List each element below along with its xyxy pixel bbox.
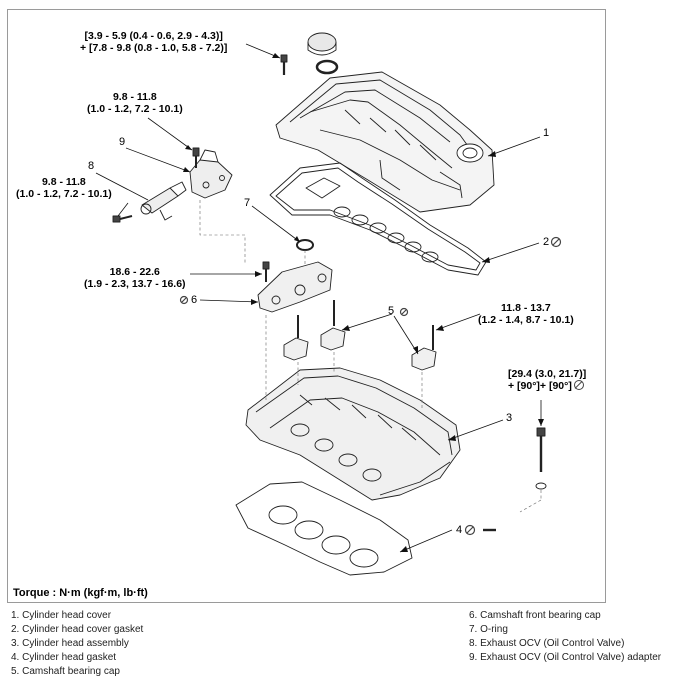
torque-spec-cover-bolt: [3.9 - 5.9 (0.4 - 0.6, 2.9 - 4.3)] + [7.… [80,30,228,54]
torque-spec-head-bolt: [29.4 (3.0, 21.7)] + [90°]+ [90°] [508,368,587,392]
ocv-adapter-drawing [189,147,233,199]
torque-spec-bearing-cap: 11.8 - 13.7 (1.2 - 1.4, 8.7 - 10.1) [478,302,574,326]
bearing-cap-drawings [283,300,437,371]
head-bolt-drawing [535,427,547,490]
head-gasket-drawing [235,481,413,576]
exhaust-ocv-drawing [112,181,187,223]
callout-4: 4 [456,524,463,536]
not-reusable-icon [573,380,584,390]
legend-left: 1. Cylinder head cover 2. Cylinder head … [11,609,143,679]
callout-9: 9 [119,136,126,148]
leader-lines [95,43,542,553]
arrowheads [183,53,544,552]
legend-right: 6. Camshaft front bearing cap 7. O-ring … [469,609,661,665]
legend-item: 4. Cylinder head gasket [11,652,117,663]
cover-bolt-drawing [280,54,288,75]
legend-item: 9. Exhaust OCV (Oil Control Valve) adapt… [469,652,662,663]
cylinder-head-drawing [245,367,461,501]
callout-3: 3 [506,412,513,424]
callout-7: 7 [244,197,251,209]
legend-item: 5. Camshaft bearing cap [11,666,120,677]
legend-item: 8. Exhaust OCV (Oil Control Valve) [469,638,625,649]
not-reusable-icons [179,236,562,536]
callout-6: 6 [191,294,198,306]
oil-filler-cap-drawing [307,32,339,75]
torque-spec-ocv: 9.8 - 11.8 (1.0 - 1.2, 7.2 - 10.1) [16,176,112,200]
callout-2: 2 [543,236,550,248]
callout-1: 1 [543,127,550,139]
alignment-lines [199,200,542,513]
callout-8: 8 [88,160,95,172]
legend-item: 2. Cylinder head cover gasket [11,624,144,635]
front-bearing-cap-drawing [257,261,333,313]
legend-item: 6. Camshaft front bearing cap [469,610,601,621]
callout-5: 5 [388,305,395,317]
legend-item: 7. O-ring [469,624,508,635]
legend-item: 3. Cylinder head assembly [11,638,129,649]
torque-unit-label: Torque : N·m (kgf·m, lb·ft) [13,587,148,599]
torque-spec-front-cap: 18.6 - 22.6 (1.9 - 2.3, 13.7 - 16.6) [84,266,186,290]
torque-spec-adapter: 9.8 - 11.8 (1.0 - 1.2, 7.2 - 10.1) [87,91,183,115]
cylinder-head-cover-drawing [275,71,495,213]
diagram-frame [7,9,606,603]
legend-item: 1. Cylinder head cover [11,610,112,621]
